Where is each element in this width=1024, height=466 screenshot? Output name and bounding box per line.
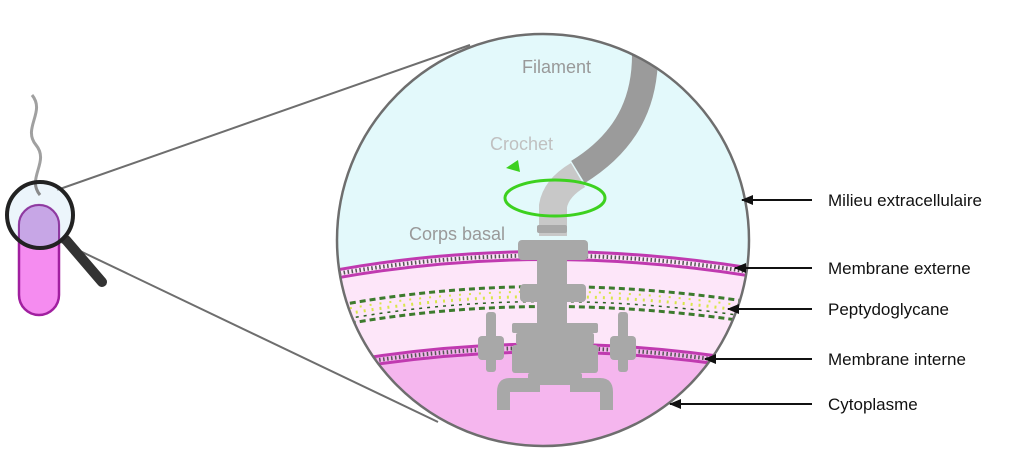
rotation-arrow-icon: [503, 160, 607, 218]
cytoplasm-region: [337, 345, 749, 446]
hook-label: Crochet: [490, 134, 553, 154]
basal-body-label: Corps basal: [409, 224, 505, 244]
ms-c-ring: [512, 345, 598, 373]
bacterium-flagellum: [29, 94, 43, 196]
callout-peptidoglycan: Peptydoglycane: [828, 300, 949, 319]
zoom-line-bottom: [56, 239, 439, 423]
callout-outer-membrane: Membrane externe: [828, 259, 971, 278]
callout-arrows: [669, 195, 812, 409]
callout-inner-membrane: Membrane interne: [828, 350, 966, 369]
callout-cytoplasm: Cytoplasme: [828, 395, 918, 414]
zoom-circle-outline: [335, 32, 751, 448]
basal-body: [478, 225, 636, 410]
hook: [539, 162, 586, 236]
zoom-circle: Filament Crochet Corps basal: [335, 32, 751, 448]
callout-extracellular: Milieu extracellulaire: [828, 191, 982, 210]
p-ring: [520, 284, 586, 302]
magnifier-icon: [5, 180, 107, 287]
l-ring: [518, 240, 588, 260]
zoom-line-top: [56, 44, 471, 191]
filament-label: Filament: [522, 57, 591, 77]
